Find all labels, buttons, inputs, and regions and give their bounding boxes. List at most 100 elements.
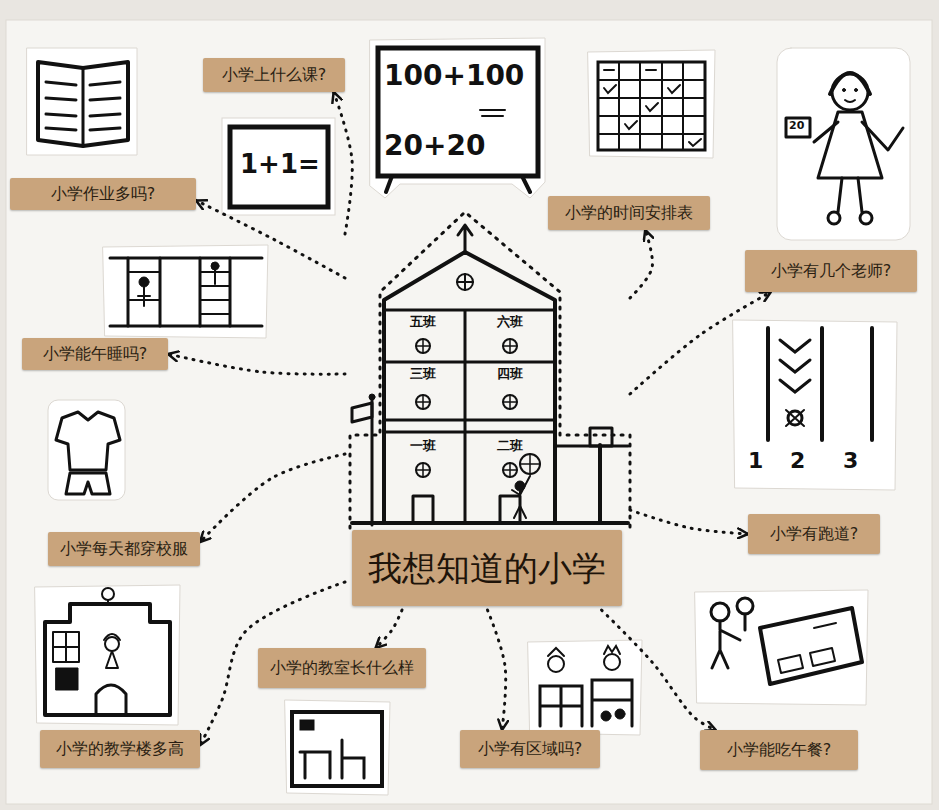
classroom-drawing: [292, 712, 382, 786]
central-title-tag: 我想知道的小学: [352, 530, 622, 606]
question-text: 小学能吃午餐?: [727, 740, 832, 759]
track-drawing: [786, 410, 804, 426]
drawing-text: 2: [790, 448, 805, 473]
question-text: 小学的教学楼多高: [56, 739, 184, 758]
tall-building-drawing: [53, 632, 79, 662]
activity-area-drawing: [528, 640, 642, 735]
lunch-drawing: [711, 603, 729, 621]
teacher-drawing: [838, 178, 862, 212]
drawing-text: 四班: [497, 367, 523, 382]
question-text: 小学作业多吗?: [51, 184, 156, 203]
question-tag: 小学的教室长什么样: [258, 648, 426, 688]
question-text: 小学有区域吗?: [478, 739, 583, 758]
question-text: 小学能午睡吗?: [43, 344, 148, 363]
dotted-connector: [630, 230, 652, 298]
tall-building-drawing: [35, 585, 180, 725]
school-building-drawing: [384, 252, 555, 522]
drawing-text: 20+20: [384, 130, 485, 162]
school-building-drawing: [350, 212, 630, 528]
nap-room-drawing: [138, 287, 150, 306]
timetable-drawing: [588, 50, 715, 158]
question-text: 小学的时间安排表: [565, 203, 693, 222]
dotted-connector: [168, 354, 345, 374]
uniform-drawing: [48, 400, 125, 500]
lunch-drawing: [744, 614, 747, 630]
dotted-connector: [488, 610, 506, 730]
school-building-drawing: [457, 274, 473, 290]
question-text: 小学有跑道?: [770, 524, 859, 543]
school-building-drawing: [512, 476, 530, 518]
teacher-drawing: [786, 118, 810, 137]
tall-building-drawing: [96, 685, 126, 715]
drawing-text: 3: [843, 448, 858, 473]
lunch-drawing: [695, 590, 868, 705]
school-building-drawing: [384, 310, 555, 522]
blackboard-drawing: [480, 110, 505, 116]
lunch-drawing: [737, 598, 753, 614]
drawing-text: 三班: [410, 367, 436, 382]
dotted-connector: [630, 292, 771, 394]
question-tag: 小学能吃午餐?: [700, 730, 858, 770]
uniform-drawing: [56, 412, 120, 470]
sum-card-drawing: [222, 118, 335, 215]
lunch-drawing: [778, 623, 836, 673]
book-drawing: [38, 62, 128, 146]
sum-card-drawing: [230, 127, 328, 207]
drawing-text: 六班: [497, 315, 523, 330]
question-tag: 小学有几个老师?: [745, 250, 917, 292]
teacher-drawing: [855, 89, 858, 92]
question-text: 小学上什么课?: [222, 65, 327, 84]
teacher-drawing: [828, 212, 840, 224]
school-building-drawing: [590, 428, 612, 446]
track-drawing: [768, 328, 872, 440]
school-building-drawing: [520, 454, 540, 474]
activity-area-drawing: [592, 680, 632, 726]
school-building-drawing: [352, 403, 372, 422]
activity-area-drawing: [615, 709, 625, 719]
teacher-drawing: [830, 73, 870, 94]
teacher-drawing: [860, 212, 872, 224]
nap-room-drawing: [110, 258, 262, 326]
activity-area-drawing: [548, 648, 564, 656]
teacher-drawing: [814, 122, 903, 150]
question-text: 小学有几个老师?: [771, 261, 892, 280]
blackboard-drawing: [378, 48, 538, 176]
teacher-drawing: [845, 100, 855, 102]
teacher-drawing: [818, 112, 882, 178]
drawing-text: 100+100: [384, 60, 524, 92]
school-building-drawing: [352, 521, 628, 525]
question-tag: 小学有区域吗?: [460, 730, 600, 768]
question-tag: 小学上什么课?: [203, 58, 345, 92]
school-building-drawing: [520, 454, 540, 474]
blackboard-drawing: [370, 38, 545, 198]
teacher-drawing: [777, 48, 910, 240]
question-tag: 小学的时间安排表: [548, 196, 710, 230]
dotted-connector: [334, 92, 353, 234]
blackboard-drawing: [386, 176, 530, 192]
board-ground: [6, 20, 932, 804]
tall-building-drawing: [35, 585, 180, 725]
question-tag: 小学的教学楼多高: [40, 730, 200, 768]
classroom-drawing: [342, 740, 364, 778]
timetable-drawing: [598, 62, 705, 150]
timetable-drawing: [604, 70, 701, 146]
school-building-drawing: [416, 339, 517, 477]
dotted-connector: [376, 610, 402, 648]
book-drawing: [27, 48, 137, 155]
hub-region: 我想知道的小学: [345, 210, 630, 610]
nap-room-drawing: [214, 270, 216, 284]
track-drawing: [733, 320, 897, 490]
school-building-drawing: [457, 274, 473, 290]
drawing-text: 1+1=: [240, 150, 320, 180]
uniform-drawing: [48, 400, 125, 500]
activity-area-drawing: [601, 711, 611, 721]
school-building-drawing: [598, 445, 602, 522]
dotted-connector: [196, 200, 345, 278]
teacher-drawing: [843, 89, 846, 92]
timetable-drawing: [588, 50, 715, 158]
lunch-drawing: [695, 590, 868, 705]
book-drawing: [82, 68, 85, 146]
